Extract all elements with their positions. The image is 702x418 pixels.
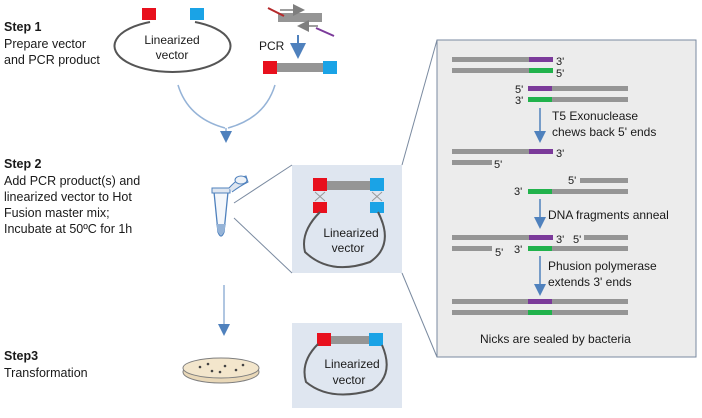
step2-desc-line4: Incubate at 50ºC for 1h <box>4 222 133 236</box>
vector-end-red <box>142 8 156 20</box>
step2-title: Step 2 <box>4 157 42 171</box>
zoom-line-upper <box>233 164 293 204</box>
mechanism-stage-chewed: 3' 5' 5' 3' <box>452 148 628 198</box>
step2-vector-label-line1: Linearized <box>323 226 378 240</box>
mechanism-stage-annealed: 3' 5' 5' 3' <box>452 234 628 259</box>
prime-label: 5' <box>573 234 581 246</box>
petri-dish-icon <box>182 357 260 384</box>
mechanism-stage-initial: 3' 5' 5' 3' <box>452 56 628 107</box>
converge-left-arrow <box>177 84 226 129</box>
step3-vector-label-line2: vector <box>333 373 366 387</box>
vector-end-blue <box>190 8 204 20</box>
mechanism-stage-extended <box>452 299 628 315</box>
t5-label-line1: T5 Exonuclease <box>552 109 638 123</box>
nicks-label: Nicks are sealed by bacteria <box>480 332 631 346</box>
prime-label: 5' <box>515 84 523 96</box>
zoom-line-big-upper <box>401 39 438 166</box>
step3-title: Step3 <box>4 349 39 363</box>
pcr-reaction: PCR <box>259 4 337 74</box>
zoom-line-big-lower <box>401 272 438 358</box>
prime-label: 3' <box>515 95 523 107</box>
step2-desc-line1: Add PCR product(s) and <box>4 174 141 188</box>
phusion-label-line2: extends 3' ends <box>548 275 632 289</box>
prime-label: 5' <box>556 68 564 80</box>
step3-desc-line1: Transformation <box>4 366 88 380</box>
step3-circular-plasmid: Linearized vector <box>303 333 388 396</box>
t5-label-line2: chews back 5' ends <box>552 125 656 139</box>
prime-label: 5' <box>568 175 576 187</box>
step2-desc-line3: Fusion master mix; <box>4 206 110 220</box>
prime-label: 3' <box>514 186 522 198</box>
pcr-label: PCR <box>259 39 285 53</box>
pcr-product-blue-end <box>323 61 337 74</box>
pcr-template <box>278 13 322 22</box>
prime-label: 3' <box>556 56 564 68</box>
tube-icon <box>211 175 249 237</box>
prime-label: 3' <box>514 244 522 256</box>
step2-assembly: Linearized vector <box>303 178 386 269</box>
vector-label-line2: vector <box>156 48 189 62</box>
step3-vector-label-line1: Linearized <box>324 357 379 371</box>
step2-desc-line2: linearized vector to Hot <box>4 190 132 204</box>
step1-desc-line1: Prepare vector <box>4 37 86 51</box>
vector-label-line1: Linearized <box>144 33 199 47</box>
anneal-label: DNA fragments anneal <box>548 208 669 222</box>
step2-vector-label-line2: vector <box>332 241 365 255</box>
phusion-label-line1: Phusion polymerase <box>548 259 657 273</box>
prime-label: 5' <box>494 159 502 171</box>
prime-label: 5' <box>495 247 503 259</box>
step1-linearized-vector: Linearized vector <box>113 8 232 73</box>
step1-desc-line2: and PCR product <box>4 53 100 67</box>
zoom-line-lower <box>233 217 293 274</box>
pcr-product-red-end <box>263 61 277 74</box>
pcr-product <box>263 63 337 72</box>
step1-title: Step 1 <box>4 20 42 34</box>
prime-label: 3' <box>556 148 564 160</box>
prime-label: 3' <box>556 234 564 246</box>
converge-right-arrow <box>227 84 276 129</box>
mechanism-panel <box>436 39 697 358</box>
